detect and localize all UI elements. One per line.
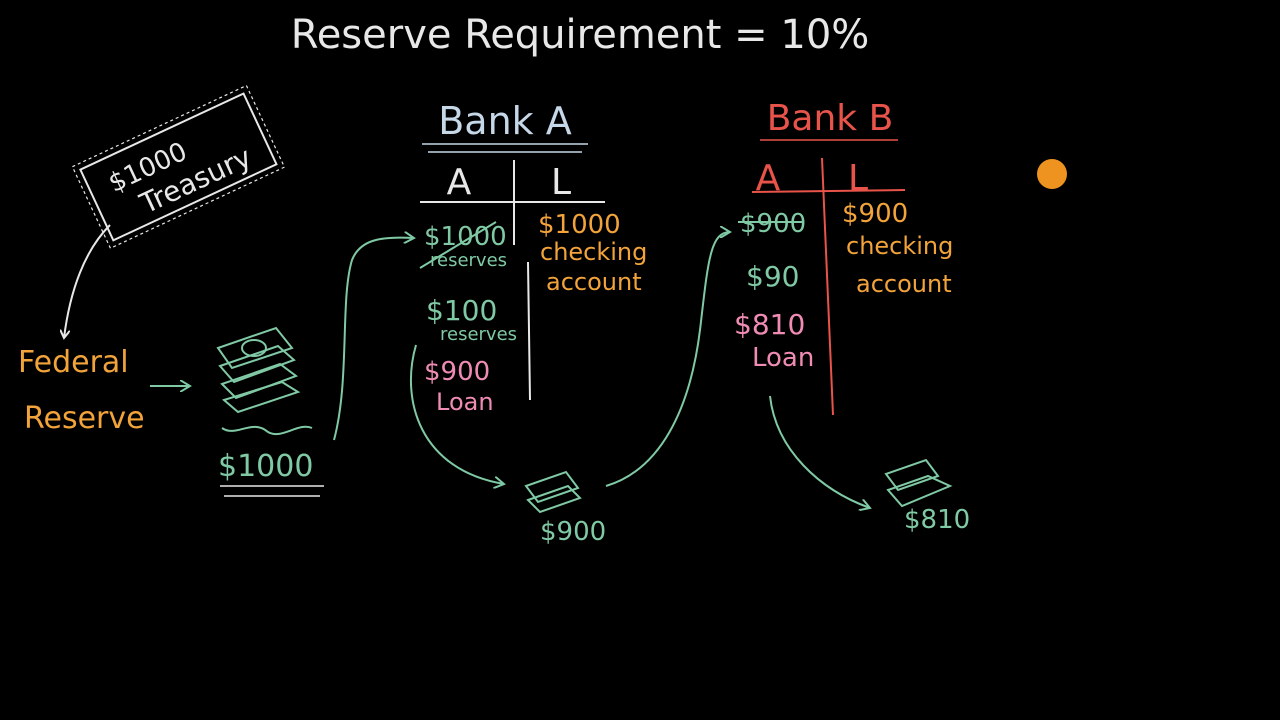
bank-b-liabilities-header: L [848, 158, 868, 199]
cash-to-bank-a-arrow [333, 238, 414, 441]
bank-a-liability-amount: $1000 [538, 210, 621, 240]
loan-cash-b-icon [884, 458, 953, 508]
bank-b-crossed-amount: $900 [740, 209, 806, 239]
cash-a-to-bank-b-arrow [605, 232, 730, 487]
fed-label-line2: Reserve [24, 401, 145, 436]
bank-a-loan-arrow [409, 344, 504, 484]
bank-b-reserves-amount: $90 [746, 260, 799, 293]
bank-a-title-underline [422, 143, 588, 153]
fed-label-line1: Federal [18, 345, 129, 380]
bank-b-loan-label: Loan [752, 343, 814, 373]
cursor-dot [1037, 159, 1067, 189]
bank-a-loan-amount: $900 [424, 357, 490, 387]
bank-a-title: Bank A [438, 99, 572, 143]
loan-cash-b-amount: $810 [904, 505, 970, 535]
bank-b-liability-line1: checking [846, 232, 953, 260]
bank-b-liability-line2: account [856, 270, 952, 298]
bank-a-crossed-label: reserves [430, 250, 507, 271]
bank-a-loan-label: Loan [436, 388, 494, 416]
bank-a-liabilities-header: L [551, 162, 571, 203]
bank-a-reserves-label: reserves [440, 324, 517, 345]
treasury-to-fed-arrow [64, 224, 111, 338]
bank-b-t-account-lines [751, 157, 906, 416]
bank-a-liability-line1: checking [540, 238, 647, 266]
bank-b-title: Bank B [767, 98, 894, 139]
bank-a-t-account-lines [420, 160, 605, 401]
bank-b-loan-arrow [769, 395, 870, 508]
bank-b-liability-amount: $900 [842, 199, 908, 229]
loan-cash-a-icon [524, 470, 582, 514]
page-title: Reserve Requirement = 10% [291, 12, 870, 58]
bank-a-strike-through [419, 221, 497, 269]
bank-a-liability-line2: account [546, 268, 642, 296]
cash-pile-icon [216, 326, 313, 435]
loan-cash-a-amount: $900 [540, 517, 606, 547]
bank-a-reserves-amount: $100 [426, 294, 497, 327]
cash-underline [220, 485, 324, 497]
treasury-bond: $1000 Treasury [71, 84, 286, 250]
bank-a-crossed-amount: $1000 [424, 222, 507, 252]
bank-a-assets-header: A [447, 162, 472, 203]
bank-b-loan-amount: $810 [734, 308, 805, 341]
cash-amount: $1000 [218, 449, 313, 484]
